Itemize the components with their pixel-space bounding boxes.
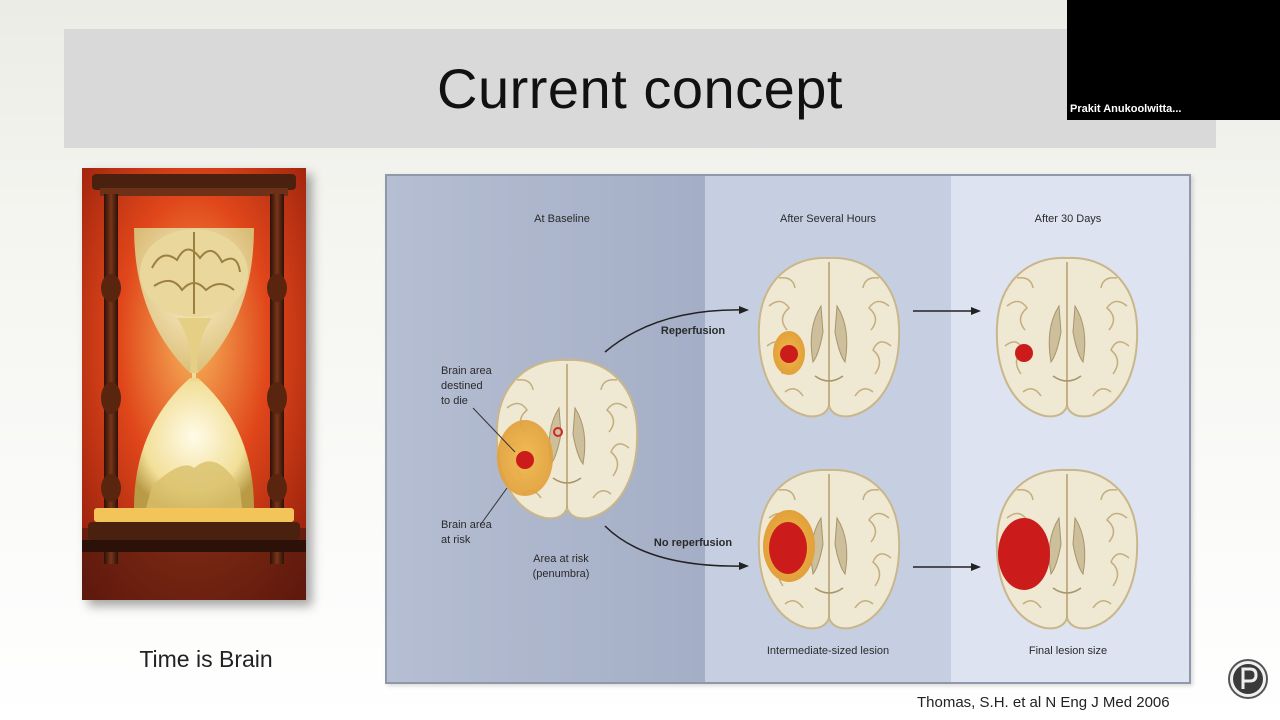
hourglass-brain-image bbox=[82, 168, 306, 600]
label-risk-2: at risk bbox=[441, 534, 471, 546]
hours-noreperfusion-core bbox=[769, 522, 807, 574]
label-no-reperfusion: No reperfusion bbox=[654, 537, 733, 549]
label-destined-3: to die bbox=[441, 395, 468, 407]
participant-name: Prakit Anukoolwitta... bbox=[1070, 103, 1182, 115]
label-risk-1: Brain area bbox=[441, 519, 493, 531]
label-final-lesion-size: Final lesion size bbox=[1029, 645, 1107, 657]
participant-video-tile[interactable]: Prakit Anukoolwitta... bbox=[1067, 0, 1280, 120]
label-destined-2: destined bbox=[441, 380, 483, 392]
label-penumbra-1: Area at risk bbox=[533, 553, 589, 565]
label-destined-1: Brain area bbox=[441, 365, 493, 377]
baseline-core bbox=[516, 451, 534, 469]
label-reperfusion: Reperfusion bbox=[661, 325, 725, 337]
stroke-penumbra-figure: At Baseline After Several Hours After 30… bbox=[385, 174, 1191, 684]
slide-title-bar: Current concept bbox=[64, 29, 1216, 148]
p-logo-icon bbox=[1228, 659, 1268, 699]
cursor-marker bbox=[553, 427, 563, 437]
label-intermediate-lesion: Intermediate-sized lesion bbox=[767, 645, 889, 657]
days-noreperfusion-core bbox=[998, 518, 1050, 590]
label-penumbra-2: (penumbra) bbox=[533, 568, 590, 580]
column-header-baseline: At Baseline bbox=[534, 213, 590, 225]
column-header-several-hours: After Several Hours bbox=[780, 213, 876, 225]
slide-title: Current concept bbox=[437, 57, 843, 120]
column-header-30-days: After 30 Days bbox=[1035, 213, 1102, 225]
hours-reperfusion-core bbox=[780, 345, 798, 363]
citation-text: Thomas, S.H. et al N Eng J Med 2006 bbox=[917, 694, 1170, 711]
days-reperfusion-brain bbox=[995, 256, 1139, 418]
days-reperfusion-core bbox=[1015, 344, 1033, 362]
time-is-brain-caption: Time is Brain bbox=[139, 646, 273, 672]
